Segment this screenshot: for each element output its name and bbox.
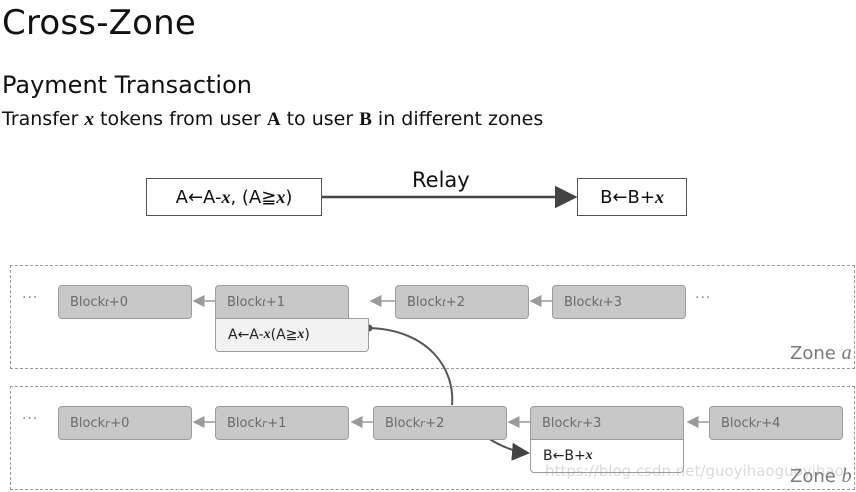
block-r1: Block r+1 bbox=[215, 406, 349, 440]
block-r3: Block r+3 bbox=[530, 406, 684, 440]
zone-a-ellipsis-right: ··· bbox=[695, 290, 712, 306]
block-r2: Block r+2 bbox=[373, 406, 507, 440]
zone-a-ellipsis-left: ··· bbox=[22, 290, 39, 306]
block-r3-transaction: B←B+x bbox=[530, 439, 684, 473]
zone-a-label: Zone a bbox=[790, 342, 852, 364]
section-subtitle: Payment Transaction bbox=[2, 71, 252, 99]
block-t0: Block t+0 bbox=[58, 285, 192, 319]
block-t1-transaction: A←A- x (A≧ x) bbox=[215, 318, 369, 352]
block-r0: Block r+0 bbox=[58, 406, 192, 440]
relay-label: Relay bbox=[412, 168, 470, 192]
block-t2: Block t+2 bbox=[395, 285, 529, 319]
description: Transfer x tokens from user A to user B … bbox=[2, 108, 544, 130]
zone-a-frame bbox=[10, 265, 855, 369]
zone-b-frame bbox=[10, 386, 855, 490]
zone-b-label: Zone b bbox=[790, 465, 852, 487]
page-title: Cross-Zone bbox=[2, 3, 197, 43]
sender-balance-box: A←A- x , (A≧x) bbox=[146, 178, 322, 216]
watermark: https://blog.csdn.net/guoyihaoguoyihao bbox=[545, 462, 844, 480]
block-t3: Block t+3 bbox=[552, 285, 686, 319]
cross-zone-relay-curve bbox=[368, 327, 454, 406]
receiver-balance-box: B←B+ x bbox=[577, 178, 687, 216]
zone-b-ellipsis-left: ··· bbox=[22, 411, 39, 427]
block-t1: Block t+1 bbox=[215, 285, 349, 319]
block-r4: Block r+4 bbox=[709, 406, 843, 440]
